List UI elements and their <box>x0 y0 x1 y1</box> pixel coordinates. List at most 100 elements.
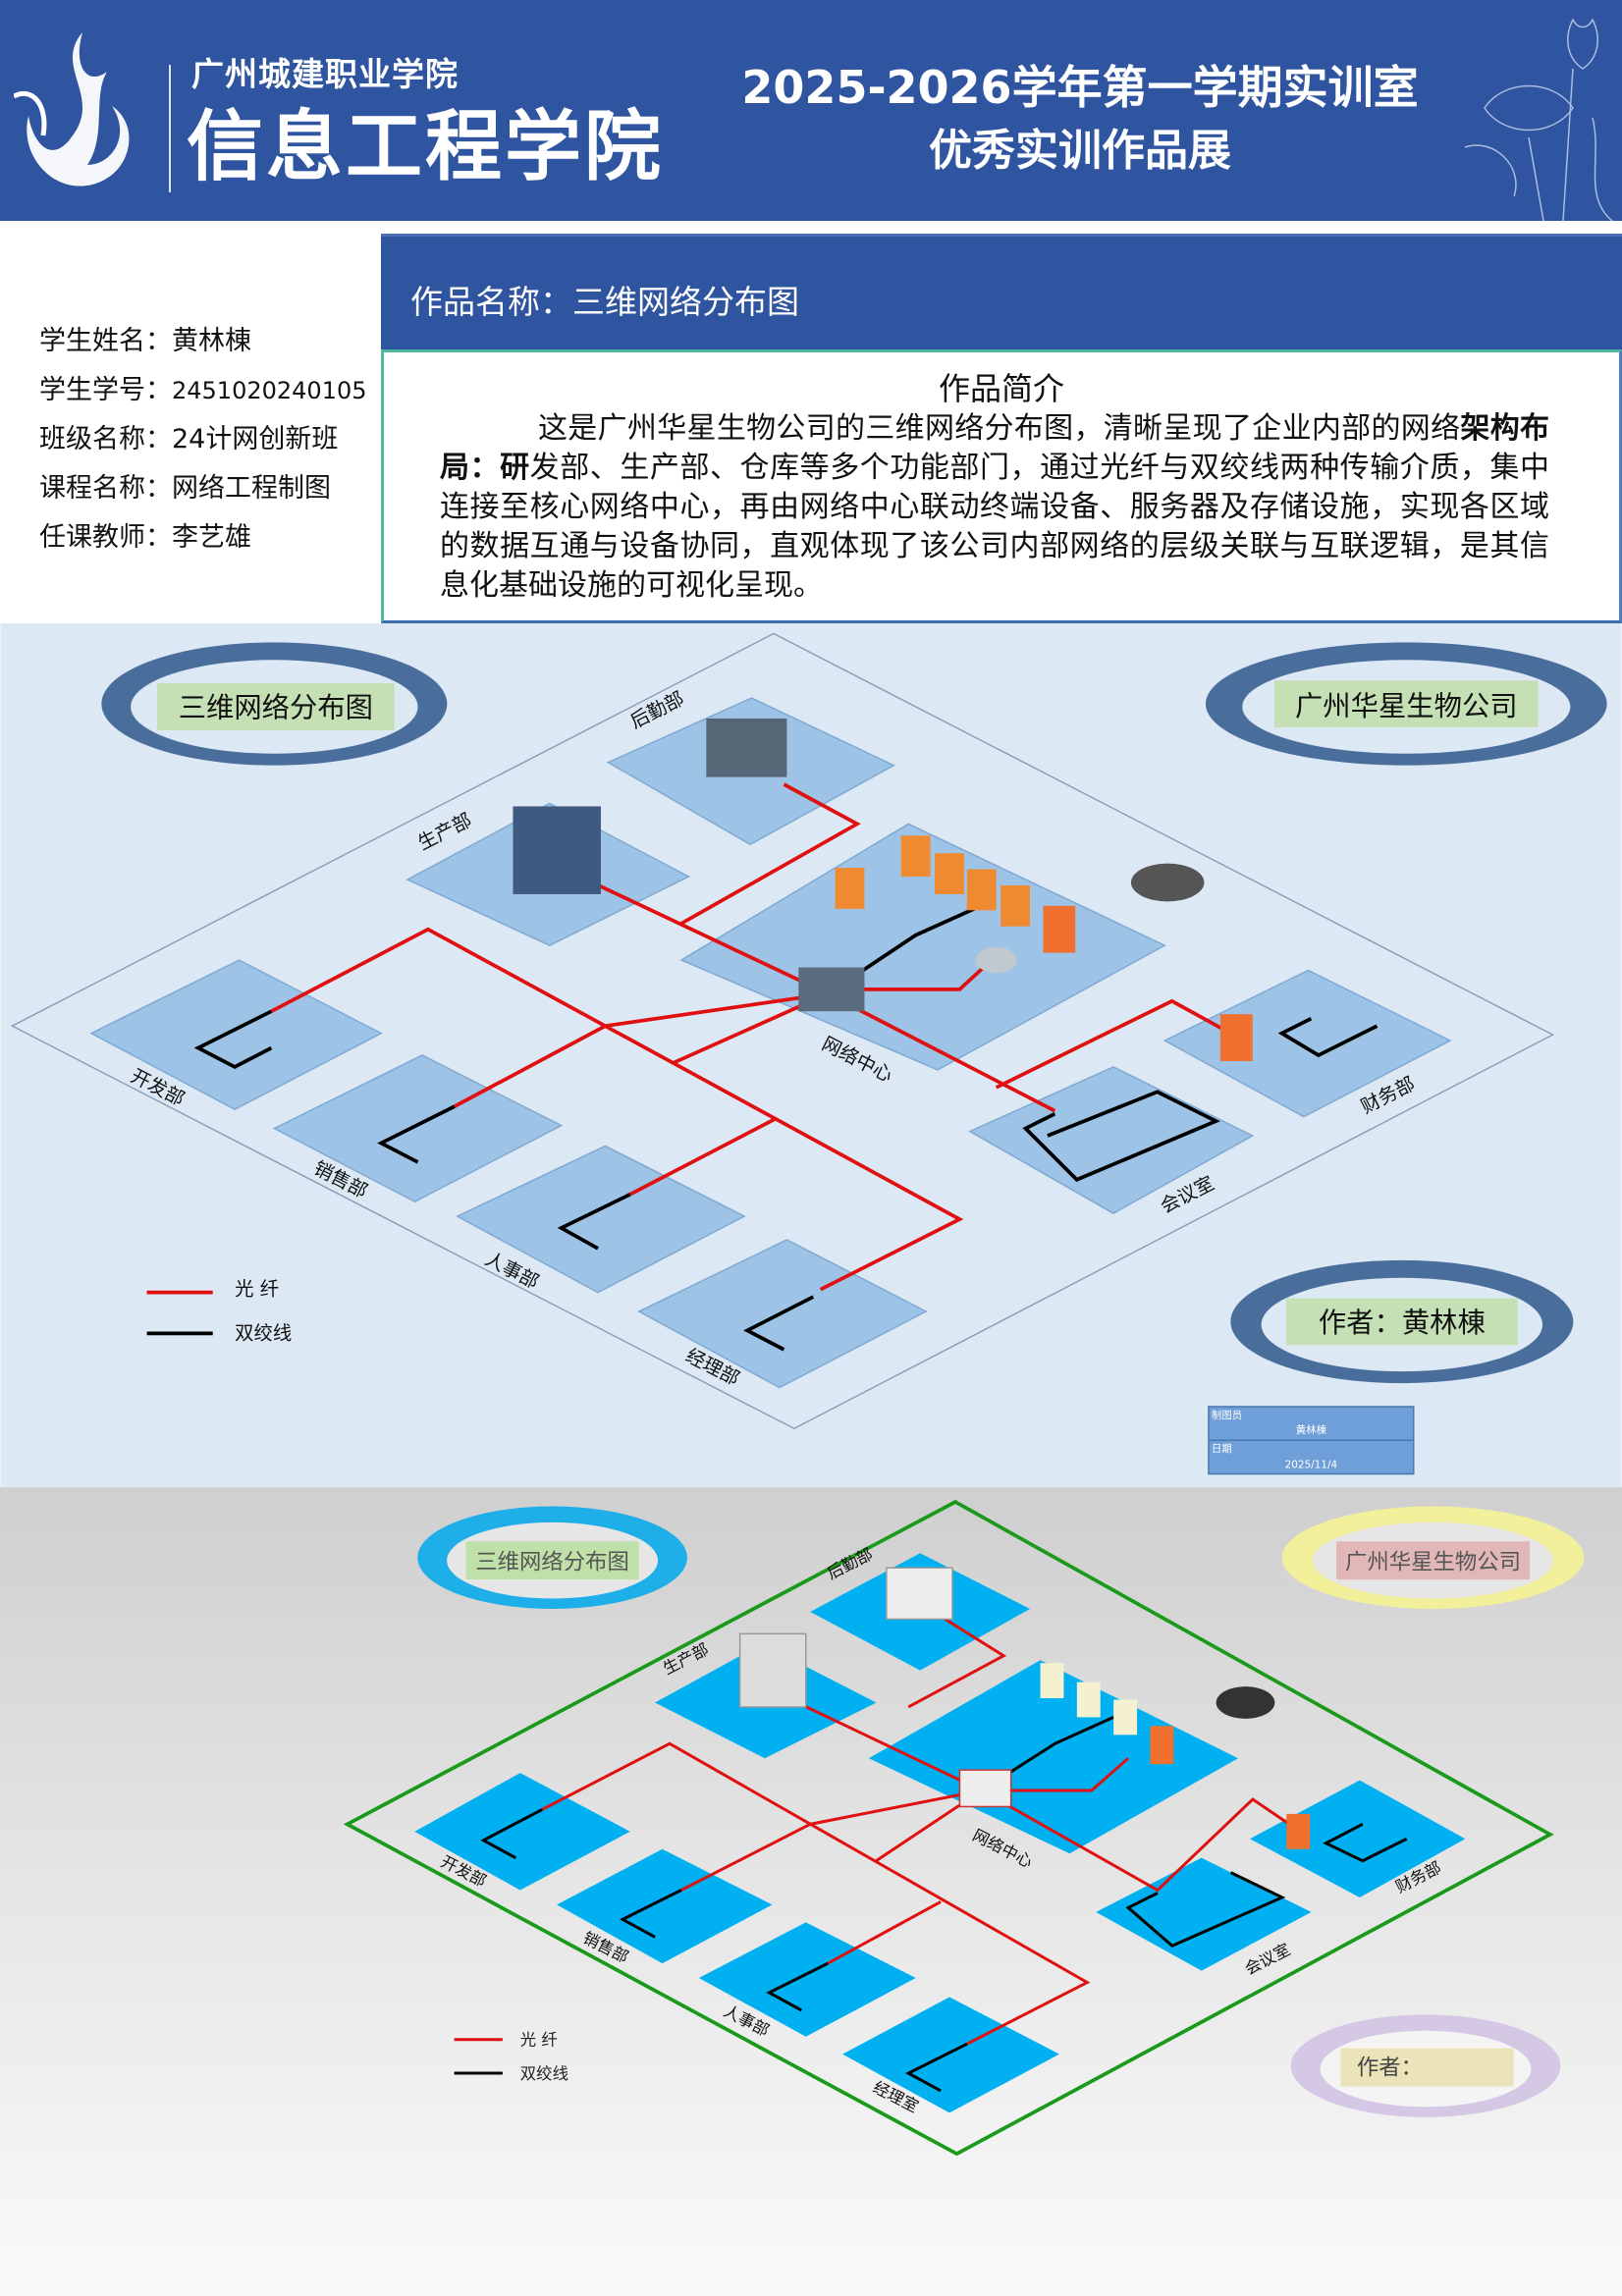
server-icon <box>1113 1699 1138 1735</box>
plate-network-center <box>868 1660 1239 1854</box>
work-title-bar: 作品名称：三维网络分布图 <box>381 234 1622 349</box>
fiber-link <box>907 1618 1007 1709</box>
company-badge: 广州华星生物公司 <box>1205 642 1607 766</box>
server-icon <box>1040 1663 1064 1699</box>
course-name: 网络工程制图 <box>172 473 331 504</box>
core-switch-icon <box>958 1769 1012 1808</box>
fiber-links <box>270 782 1232 1292</box>
label: 学生学号： <box>39 375 172 405</box>
twisted-link <box>480 1808 543 1859</box>
label: 班级名称： <box>39 424 172 454</box>
label: 课程名称： <box>39 473 172 504</box>
date-label: 日期 <box>1212 1443 1232 1455</box>
author-badge: 作者： <box>1290 2014 1561 2117</box>
intro-rest: 发部、生产部、仓库等多个功能部门，通过光纤与双绞线两种传输介质，集中连接至核心网… <box>440 451 1550 603</box>
twisted-link <box>620 1889 682 1939</box>
diagram-background <box>0 1487 1622 2296</box>
twisted-link <box>1125 1871 1286 1948</box>
student-name: 黄林棟 <box>172 326 251 356</box>
drafter-table: 制图员 黄林棟 日期 2025/11/4 <box>1208 1406 1415 1475</box>
company-name: 广州华星生物公司 <box>1295 690 1518 722</box>
legend-fiber-label: 光 纤 <box>235 1278 279 1301</box>
plate-hr <box>456 1145 746 1294</box>
title-badge: 三维网络分布图 <box>417 1506 687 1609</box>
fiber-link <box>995 998 1232 1090</box>
date-value: 2025/11/4 <box>1285 1460 1338 1471</box>
network-diagram-blue: 后勤部 生产部 网络中心 开发部 销售部 人事部 经理部 会议室 财务部 三维网… <box>0 623 1622 1487</box>
intro-text: 这是广州华星生物公司的三维网络分布图，清晰呈现了企业内部的网络架构布局：研发部、… <box>440 409 1549 606</box>
fiber-link <box>790 1698 983 1792</box>
building-icon <box>706 718 787 777</box>
company-badge: 广州华星生物公司 <box>1281 1506 1585 1609</box>
teacher-name: 李艺雄 <box>172 522 251 553</box>
label: 学生姓名： <box>39 326 172 356</box>
fiber-link <box>585 878 829 996</box>
twisted-link <box>743 1295 815 1352</box>
twisted-link <box>377 1104 456 1164</box>
router-icon <box>975 946 1017 974</box>
author-name: 作者： <box>1357 2056 1423 2081</box>
plate-finance <box>1249 1780 1466 1897</box>
server-icon <box>900 835 931 878</box>
drafter-value: 黄林棟 <box>1296 1423 1327 1436</box>
twisted-link <box>557 1193 631 1251</box>
server-icon <box>1076 1682 1101 1718</box>
legend-twisted-label: 双绞线 <box>520 2064 568 2083</box>
header-banner: 广州城建职业学院 信息工程学院 2025-2026学年第一学期实训室 优秀实训作… <box>0 0 1622 221</box>
work-title: 作品名称：三维网络分布图 <box>410 283 799 321</box>
twisted-link <box>193 1009 273 1070</box>
fiber-link <box>541 1741 1091 2046</box>
building-icon <box>738 1632 807 1708</box>
class-field: 班级名称：24计网创新班 <box>39 417 338 455</box>
plate-manager <box>842 1997 1059 2113</box>
fiber-link <box>1010 1757 1130 1792</box>
drafter-label: 制图员 <box>1212 1409 1242 1421</box>
fiber-link <box>270 927 964 1292</box>
student-name-field: 学生姓名：黄林棟 <box>39 319 251 357</box>
twisted-link <box>905 2042 968 2093</box>
firewall-icon <box>1219 1014 1253 1061</box>
lotus-decoration-icon <box>1464 18 1613 221</box>
legend-twisted-label: 双绞线 <box>235 1321 292 1344</box>
company-name: 广州华星生物公司 <box>1345 1550 1521 1575</box>
building-icon <box>513 806 601 894</box>
firewall-icon <box>1043 905 1076 953</box>
firewall-icon <box>1150 1726 1174 1765</box>
course-field: 课程名称：网络工程制图 <box>39 466 331 505</box>
college-name: 信息工程学院 <box>187 103 665 191</box>
fiber-link <box>875 1789 1291 1893</box>
author-badge: 作者：黄林棟 <box>1230 1259 1574 1384</box>
intro-lead: 这是广州华星生物公司的三维网络分布图，清晰呈现了企业内部的网络 <box>538 411 1461 446</box>
plate-development <box>89 959 383 1111</box>
diagram-title: 三维网络分布图 <box>179 691 373 723</box>
building-icon <box>886 1567 953 1621</box>
divider <box>169 65 171 192</box>
plate-sales <box>272 1054 564 1202</box>
school-name: 广州城建职业学院 <box>191 55 459 93</box>
exhibition-subtitle: 优秀实训作品展 <box>929 126 1231 176</box>
plate-finance <box>1162 969 1452 1118</box>
core-switch-icon <box>798 967 865 1012</box>
server-icon <box>966 869 997 911</box>
fiber-link <box>827 1900 942 1965</box>
server-icon <box>935 853 964 894</box>
student-info-section: 学生姓名：黄林棟 学生学号：2451020240105 班级名称：24计网创新班… <box>0 221 1622 623</box>
twisted-link <box>766 1961 829 2012</box>
floor-outline <box>10 632 1555 1430</box>
author-name: 作者：黄林棟 <box>1319 1307 1486 1339</box>
fiber-link <box>680 1789 983 1892</box>
student-id-field: 学生学号：2451020240105 <box>39 368 367 406</box>
network-diagram-cyan: 后勤部 生产部 网络中心 开发部 销售部 人事部 经理室 会议室 财务部 三维网… <box>0 1487 1622 2296</box>
work-intro-box: 作品简介 这是广州华星生物公司的三维网络分布图，清晰呈现了企业内部的网络架构布局… <box>381 349 1622 623</box>
twisted-link <box>1323 1823 1408 1863</box>
fiber-link <box>680 782 861 926</box>
class-name: 24计网创新班 <box>172 424 339 454</box>
twisted-link <box>1022 1090 1220 1182</box>
legend: 光 纤 双绞线 <box>146 1278 292 1344</box>
floor-outline <box>343 1499 1554 2157</box>
plate-sales <box>557 1848 773 1964</box>
label: 任课教师： <box>39 522 172 553</box>
intro-heading: 作品简介 <box>938 370 1064 407</box>
teacher-field: 任课教师：李艺雄 <box>39 515 251 554</box>
title-badge: 三维网络分布图 <box>101 642 448 766</box>
